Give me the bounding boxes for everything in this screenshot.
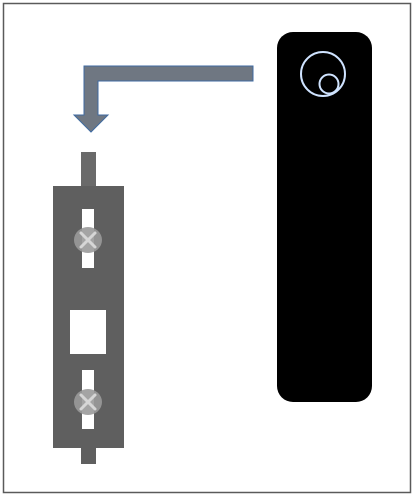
device-body <box>277 32 372 402</box>
camera-lens-icon <box>300 51 346 97</box>
bracket-bottom-tab <box>81 448 96 464</box>
direction-arrow-icon <box>72 65 254 133</box>
upper-screw-icon <box>74 227 102 253</box>
mounting-bracket <box>53 152 124 464</box>
center-window <box>70 310 106 354</box>
bracket-top-tab <box>81 152 96 186</box>
lower-screw-icon <box>74 389 102 415</box>
wall-device <box>277 32 372 402</box>
arrow-shape <box>72 65 254 133</box>
